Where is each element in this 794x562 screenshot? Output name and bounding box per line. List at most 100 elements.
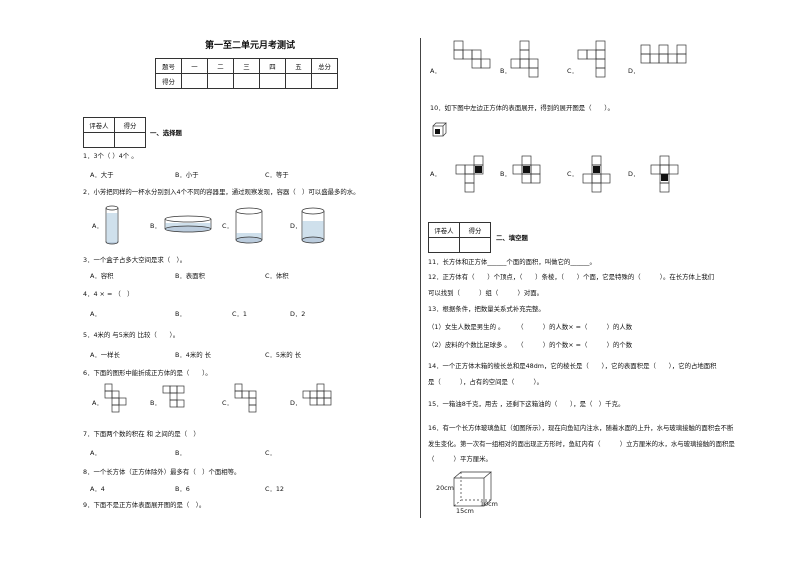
net-figure-icon xyxy=(582,155,611,193)
q3-option-a[interactable]: A．容积 xyxy=(90,272,114,280)
score-header-cell: 一 xyxy=(181,58,208,74)
question-1: 1．3个（ ）4个 。 xyxy=(83,152,138,160)
grader-cell[interactable] xyxy=(428,237,460,253)
score-cell[interactable] xyxy=(207,73,234,89)
question-11: 11．长方体和正方体______个面的面积，叫做它的______。 xyxy=(428,258,596,266)
q1-option-c[interactable]: C．等于 xyxy=(265,171,289,179)
shallow-dish-icon xyxy=(164,215,212,233)
q8-option-b[interactable]: B．6 xyxy=(175,485,190,493)
question-4: 4．4 × = （ ） xyxy=(83,290,134,298)
question-13-part-1: （1）女生人数是男生的 。 （ ）的人数× =（ ）的人数 xyxy=(428,323,633,331)
q4-option-d[interactable]: D．2 xyxy=(290,310,306,318)
q6-option-c[interactable]: C． xyxy=(222,399,233,407)
score-header-cell: 题号 xyxy=(155,58,182,74)
q2-option-b[interactable]: B． xyxy=(150,222,161,230)
question-16-line-1: 16．有一个长方体玻璃鱼缸（如图所示），现在向鱼缸内注水，随着水面的上升，水与玻… xyxy=(428,424,734,432)
question-5: 5．4米的 与5米的 比较（ ）。 xyxy=(83,331,180,339)
score-cell[interactable] xyxy=(259,73,286,89)
q7-option-b[interactable]: B． xyxy=(175,449,186,457)
net-figure-icon xyxy=(510,40,539,78)
column-divider xyxy=(420,38,421,518)
grader-score-label: 得分 xyxy=(114,117,146,133)
q9-option-c[interactable]: C． xyxy=(567,67,578,75)
q9-option-a[interactable]: A． xyxy=(430,67,441,75)
section-heading-1: 一、选择题 xyxy=(150,129,182,137)
net-figure-icon xyxy=(453,40,491,69)
score-cell[interactable] xyxy=(285,73,312,89)
q6-option-d[interactable]: D． xyxy=(290,399,302,407)
medium-cylinder-icon xyxy=(301,207,325,244)
grader-score-label: 得分 xyxy=(459,222,491,238)
grader-cell[interactable] xyxy=(83,132,115,148)
q3-option-b[interactable]: B．表面积 xyxy=(175,272,205,280)
q4-option-b[interactable]: B． xyxy=(175,310,186,318)
net-figure-icon xyxy=(104,383,127,413)
cube-icon xyxy=(432,122,447,137)
net-figure-icon xyxy=(162,385,185,408)
question-10: 10．如下图中左边正方体的表面展开，得到的展开图是（ ）。 xyxy=(430,104,614,112)
q8-option-c[interactable]: C．12 xyxy=(265,485,284,493)
question-16-line-3: （ ）平方厘米。 xyxy=(428,455,492,463)
net-figure-icon xyxy=(302,383,332,406)
wide-cylinder-icon xyxy=(235,207,263,244)
q7-option-c[interactable]: C． xyxy=(265,449,276,457)
q5-option-c[interactable]: C．5米的 长 xyxy=(265,351,302,359)
q9-option-d[interactable]: D． xyxy=(628,67,640,75)
q7-option-a[interactable]: A． xyxy=(90,449,101,457)
q4-option-c[interactable]: C．1 xyxy=(232,310,247,318)
question-14-line-2: 是（ ），占有的空间是（ ）。 xyxy=(428,378,544,386)
q5-option-a[interactable]: A．一样长 xyxy=(90,351,120,359)
score-header-cell: 总分 xyxy=(311,58,338,74)
q10-option-d[interactable]: D． xyxy=(628,170,640,178)
score-header-cell: 三 xyxy=(233,58,260,74)
score-header-cell: 二 xyxy=(207,58,234,74)
question-7: 7．下面两个数的积在 和 之间的是（ ） xyxy=(83,430,200,438)
score-row-label: 得分 xyxy=(155,73,182,89)
q6-option-b[interactable]: B． xyxy=(150,399,161,407)
q2-option-d[interactable]: D． xyxy=(290,222,302,230)
grader-cell[interactable] xyxy=(459,237,491,253)
question-2: 2．小芳把同样的一杯水分别到入4个不同的容器里，通过观察发现，容器（ ）可以盛最… xyxy=(83,188,360,196)
question-9: 9．下面不是正方体表面展开图的是（ ）。 xyxy=(83,501,206,509)
question-15: 15．一箱油8千克，用去 ，还剩下这箱油的（ ），是（ ）千克。 xyxy=(428,400,625,408)
question-12-line-1: 12．正方体有（ ）个顶点，（ ）条棱，（ ）个面，它是特殊的（ ）。在长方体上… xyxy=(428,273,715,281)
question-13: 13．根据条件，把数量关系式补充完整。 xyxy=(428,305,545,313)
net-figure-icon xyxy=(512,155,541,184)
question-12-line-2: 可以找到（ ）组（ ）对面。 xyxy=(428,289,544,297)
q10-option-c[interactable]: C． xyxy=(567,170,578,178)
score-cell[interactable] xyxy=(233,73,260,89)
net-figure-icon xyxy=(650,155,679,193)
q2-option-a[interactable]: A． xyxy=(92,222,103,230)
grader-label: 评卷人 xyxy=(428,222,460,238)
q1-option-b[interactable]: B．小于 xyxy=(175,171,199,179)
question-8: 8．一个长方体（正方体除外）最多有（ ）个面相等。 xyxy=(83,468,241,476)
q5-option-b[interactable]: B．4米的 长 xyxy=(175,351,212,359)
score-header-cell: 五 xyxy=(285,58,312,74)
score-header-cell: 四 xyxy=(259,58,286,74)
q6-option-a[interactable]: A． xyxy=(92,399,103,407)
tank-width-label: 10cm xyxy=(480,500,498,508)
q8-option-a[interactable]: A．4 xyxy=(90,485,105,493)
q3-option-c[interactable]: C．体积 xyxy=(265,272,289,280)
grader-cell[interactable] xyxy=(114,132,146,148)
score-cell[interactable] xyxy=(181,73,208,89)
q1-option-a[interactable]: A．大于 xyxy=(90,171,114,179)
grader-table-1: 评卷人 得分 xyxy=(83,117,146,148)
tank-height-label: 20cm xyxy=(436,484,454,492)
net-figure-icon xyxy=(640,44,687,64)
q4-option-a[interactable]: A． xyxy=(90,310,101,318)
q9-option-b[interactable]: B． xyxy=(500,67,511,75)
question-14-line-1: 14．一个正方体木箱的棱长总和是48dm，它的棱长是（ ），它的表面积是（ ），… xyxy=(428,362,717,370)
score-cell[interactable] xyxy=(311,73,338,89)
question-13-part-2: （2）皮料的个数比足球多 。 （ ）的个数× =（ ）的个数 xyxy=(428,341,633,349)
grader-label: 评卷人 xyxy=(83,117,115,133)
question-6: 6．下面的图形中能折成正方体的是（ ）。 xyxy=(83,369,212,377)
fish-tank-diagram xyxy=(453,471,492,507)
q10-option-a[interactable]: A． xyxy=(430,170,441,178)
net-figure-icon xyxy=(577,40,606,78)
tall-cylinder-icon xyxy=(105,205,119,245)
net-figure-icon xyxy=(234,383,257,413)
q10-option-b[interactable]: B． xyxy=(500,170,511,178)
q2-option-c[interactable]: C． xyxy=(222,222,233,230)
page-title: 第一至二单元月考测试 xyxy=(204,41,295,51)
